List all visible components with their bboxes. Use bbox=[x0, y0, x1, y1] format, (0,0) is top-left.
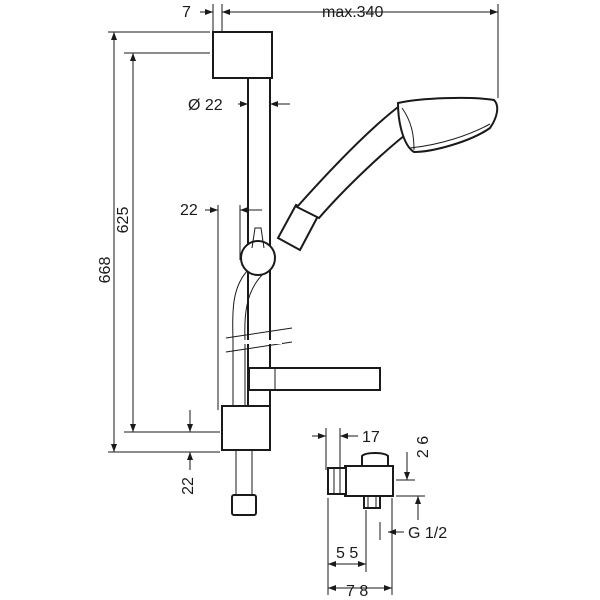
dim-valve-78: 7 8 bbox=[346, 583, 368, 600]
dim-bracket-spacing: 625 bbox=[115, 207, 132, 234]
valve-dimension-lines bbox=[312, 428, 425, 595]
dimension-labels: 7 max.340 Ø 22 22 668 625 22 17 2 6 G 1/… bbox=[97, 4, 447, 600]
break-marks bbox=[225, 327, 293, 353]
dim-rail-diameter: Ø 22 bbox=[188, 97, 223, 114]
top-bracket bbox=[212, 31, 273, 79]
dim-valve-55: 5 5 bbox=[336, 545, 358, 562]
dim-bottom-offset: 22 bbox=[180, 477, 197, 495]
dim-hose-offset: 22 bbox=[180, 202, 198, 219]
dim-valve-17: 17 bbox=[362, 429, 380, 446]
dim-valve-thread: G 1/2 bbox=[408, 525, 447, 542]
valve-handle bbox=[361, 452, 389, 467]
dimension-lines bbox=[108, 4, 499, 470]
dim-total-height: 668 bbox=[97, 257, 114, 284]
soap-dish bbox=[248, 367, 381, 391]
handshower-handle bbox=[295, 102, 416, 220]
dim-valve-26: 2 6 bbox=[415, 436, 432, 458]
dim-max-reach: max.340 bbox=[322, 4, 383, 21]
shower-hose bbox=[232, 267, 251, 405]
bottom-bracket bbox=[221, 405, 271, 451]
dim-rail-offset: 7 bbox=[182, 4, 191, 21]
valve-body bbox=[344, 465, 394, 497]
shower-rail-assembly bbox=[212, 31, 499, 516]
hose-connector bbox=[231, 494, 257, 516]
valve-assembly bbox=[327, 452, 394, 509]
handshower-head bbox=[396, 96, 499, 154]
slider-knob bbox=[240, 240, 276, 276]
